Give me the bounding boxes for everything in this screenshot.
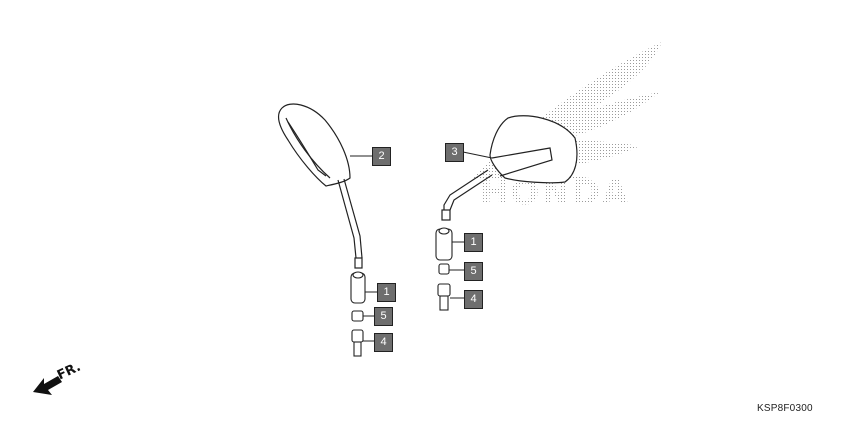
front-direction-arrow-icon: [33, 376, 62, 395]
callout-1-right-adapter: 1: [464, 233, 483, 252]
left-hardware: [350, 271, 366, 357]
leader-lines: [350, 151, 493, 342]
callout-1-left-adapter: 1: [377, 283, 396, 302]
callout-4-right-bolt: 4: [464, 290, 483, 309]
callout-5-left-nut: 5: [374, 307, 393, 326]
callout-4-left-bolt: 4: [374, 333, 393, 352]
right-hardware: [435, 227, 453, 311]
callout-2-left-mirror: 2: [372, 147, 391, 166]
right-mirror-part: [441, 115, 578, 221]
left-mirror-part: [278, 103, 363, 269]
callout-3-right-mirror: 3: [445, 143, 464, 162]
drawing-code: KSP8F0300: [757, 403, 813, 414]
callout-5-right-nut: 5: [464, 262, 483, 281]
